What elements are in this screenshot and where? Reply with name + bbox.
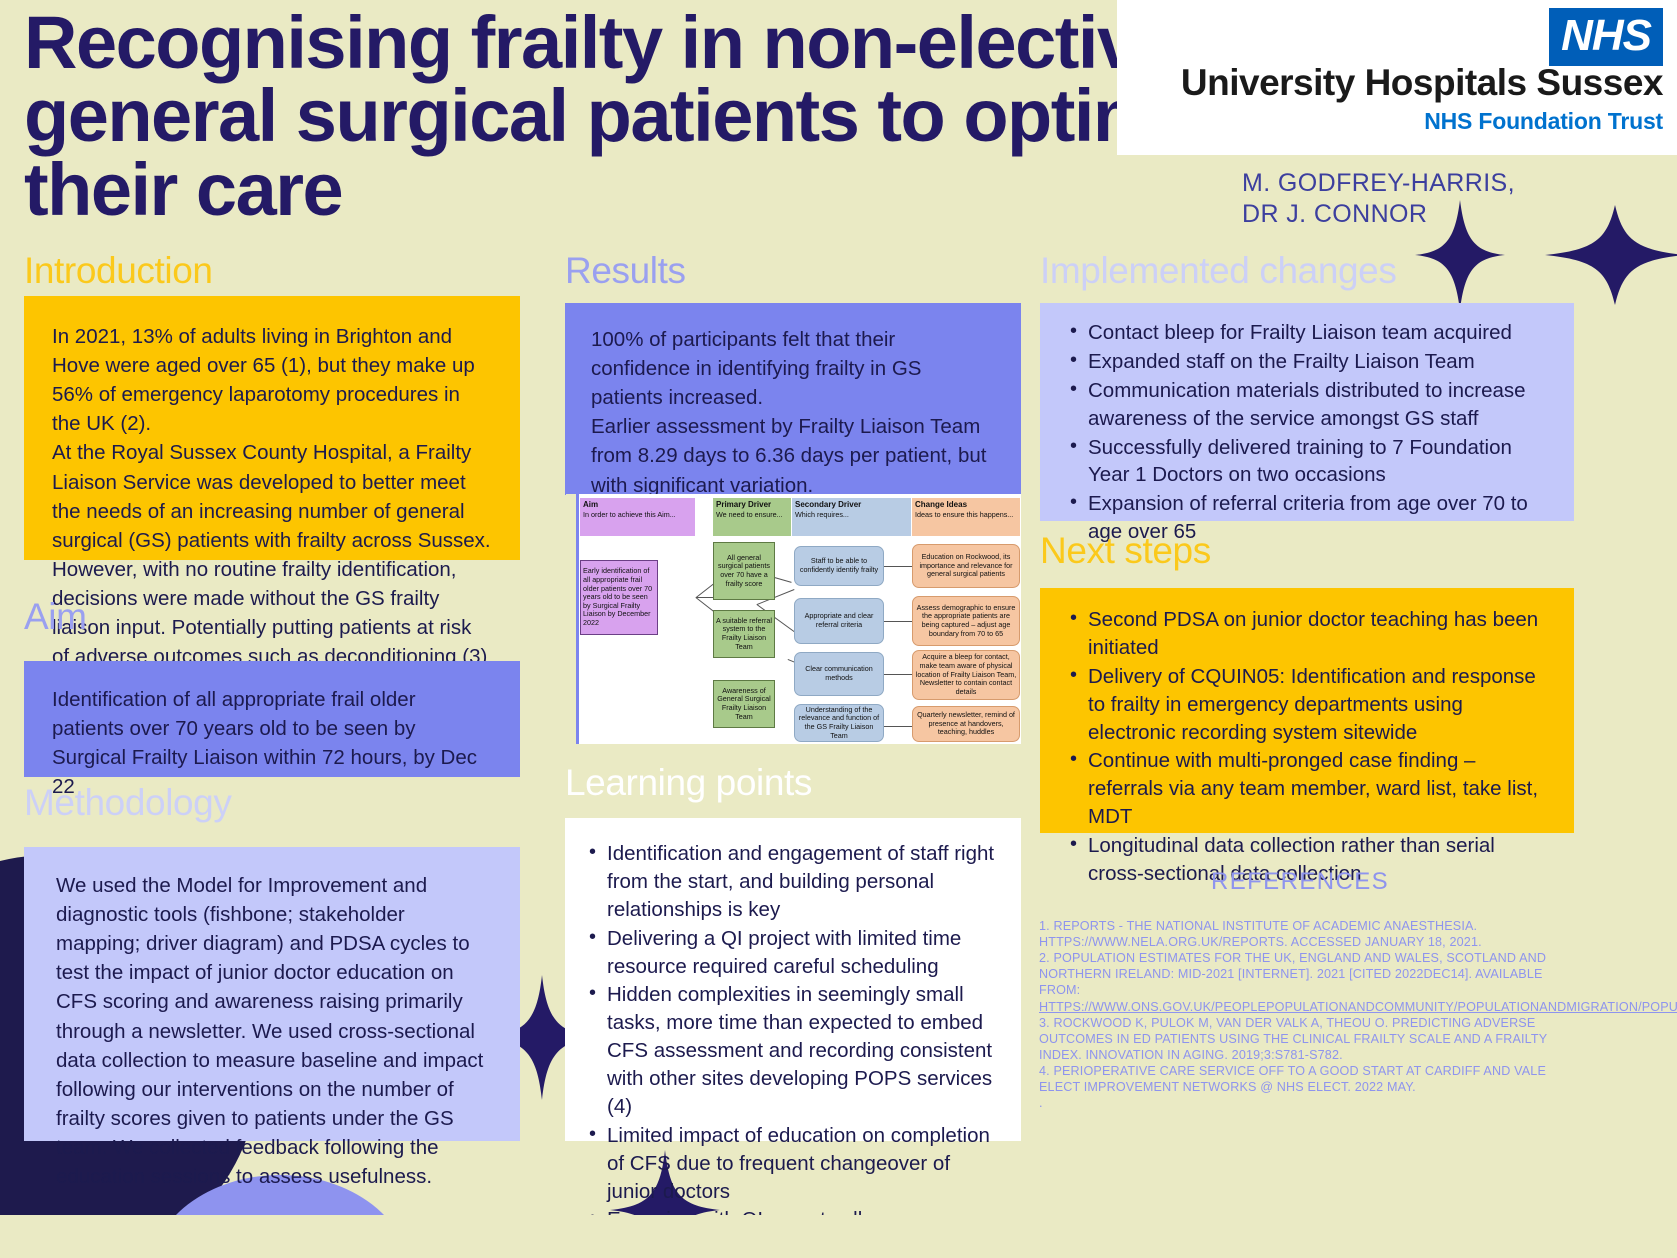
reference-entry-5: 4. PERIOPERATIVE CARE SERVICE OFF TO A G… bbox=[1039, 1063, 1546, 1095]
diagram-header-aim-subtitle: In order to achieve this Aim... bbox=[583, 510, 676, 519]
diagram-secondary-driver-1: Staff to be able to confidently identify… bbox=[794, 546, 884, 586]
methodology-body: We used the Model for Improvement and di… bbox=[56, 874, 484, 1189]
list-item: Communication materials distributed to i… bbox=[1066, 376, 1548, 433]
next-steps-list: Second PDSA on junior doctor teaching ha… bbox=[1066, 605, 1548, 888]
diagram-change-idea-1: Education on Rockwood, its importance an… bbox=[912, 544, 1020, 588]
diagram-change-idea-2: Assess demographic to ensure the appropr… bbox=[912, 596, 1020, 646]
introduction-body: In 2021, 13% of adults living in Brighto… bbox=[52, 325, 491, 669]
list-item: Delivering a QI project with limited tim… bbox=[585, 924, 1001, 981]
diagram-primary-driver-3: Awareness of General Surgical Frailty Li… bbox=[713, 680, 775, 728]
diagram-header-aim-title: Aim bbox=[583, 500, 599, 509]
list-item: Hidden complexities in seemingly small t… bbox=[585, 980, 1001, 1120]
nhs-trust-name: University Hospitals Sussex bbox=[1180, 62, 1664, 103]
diagram-secondary-driver-2: Appropriate and clear referral criteria bbox=[794, 598, 884, 644]
diagram-secondary-driver-4: Understanding of the relevance and funct… bbox=[794, 704, 884, 742]
list-item: Identification and engagement of staff r… bbox=[585, 839, 1001, 924]
diagram-header-secondary: Secondary Driver Which requires... bbox=[792, 498, 911, 536]
author-list: M. GODFREY-HARRIS, DR J. CONNOR bbox=[1242, 169, 1515, 228]
list-item: Longitudinal data collection rather than… bbox=[1066, 831, 1548, 888]
section-heading-next-steps: Next steps bbox=[1040, 530, 1211, 571]
list-item: Successfully delivered training to 7 Fou… bbox=[1066, 433, 1548, 490]
driver-diagram-figure: Aim In order to achieve this Aim... Prim… bbox=[566, 494, 1021, 744]
next-steps-card: Second PDSA on junior doctor teaching ha… bbox=[1040, 588, 1574, 885]
diagram-change-idea-4: Quarterly newsletter, remind of presence… bbox=[912, 706, 1020, 742]
diagram-header-primary-title: Primary Driver bbox=[716, 500, 772, 509]
reference-entry-6: . bbox=[1039, 1096, 1043, 1111]
nhs-logo: NHS University Hospitals Sussex NHS Foun… bbox=[1117, 0, 1677, 155]
section-heading-aim: Aim bbox=[24, 596, 87, 637]
sparkle-icon-top-right-secondary bbox=[1545, 205, 1677, 305]
diagram-header-secondary-subtitle: Which requires... bbox=[795, 510, 849, 519]
section-heading-results: Results bbox=[565, 250, 686, 291]
diagram-header-change-title: Change Ideas bbox=[915, 500, 968, 509]
list-item: Contact bleep for Frailty Liaison team a… bbox=[1066, 318, 1548, 347]
learning-points-list: Identification and engagement of staff r… bbox=[585, 839, 1001, 1258]
reference-entry-4: 3. ROCKWOOD K, PULOK M, VAN DER VALK A, … bbox=[1039, 1015, 1548, 1062]
diagram-header-change: Change Ideas Ideas to ensure this happen… bbox=[912, 498, 1020, 536]
nhs-foundation-label: NHS Foundation Trust bbox=[1424, 108, 1663, 134]
list-item: Second PDSA on junior doctor teaching ha… bbox=[1066, 605, 1548, 662]
section-heading-implemented-changes: Implemented changes bbox=[1040, 250, 1397, 291]
aim-card: Identification of all appropriate frail … bbox=[24, 661, 520, 798]
section-heading-methodology: Methodology bbox=[24, 782, 232, 823]
list-item: Limited impact of education on completio… bbox=[585, 1121, 1001, 1206]
nhs-mark-icon: NHS bbox=[1549, 8, 1663, 66]
diagram-secondary-driver-3: Clear communication methods bbox=[794, 652, 884, 696]
diagram-header-primary: Primary Driver We need to ensure... bbox=[713, 498, 791, 536]
diagram-change-idea-3: Acquire a bleep for contact, make team a… bbox=[912, 650, 1020, 700]
results-card: 100% of participants felt that their con… bbox=[565, 303, 1021, 642]
reference-entry-1: 1. REPORTS - THE NATIONAL INSTITUTE OF A… bbox=[1039, 919, 1482, 950]
reference-entry-3[interactable]: HTTPS://WWW.ONS.GOV.UK/PEOPLEPOPULATIONA… bbox=[1039, 999, 1677, 1014]
list-item: Expansion of referral criteria from age … bbox=[1066, 489, 1548, 546]
implemented-changes-list: Contact bleep for Frailty Liaison team a… bbox=[1066, 318, 1548, 546]
diagram-header-change-subtitle: Ideas to ensure this happens... bbox=[915, 510, 1014, 519]
diagram-primary-driver-2: A suitable referral system to the Frailt… bbox=[713, 610, 775, 658]
diagram-header-secondary-title: Secondary Driver bbox=[795, 500, 862, 509]
page-title: Recognising frailty in non-elective gene… bbox=[24, 1, 1253, 231]
diagram-primary-driver-1: All general surgical patients over 70 ha… bbox=[713, 542, 775, 600]
introduction-card: In 2021, 13% of adults living in Brighto… bbox=[24, 296, 520, 668]
diagram-header-aim: Aim In order to achieve this Aim... bbox=[580, 498, 695, 536]
methodology-card: We used the Model for Improvement and di… bbox=[24, 847, 520, 1188]
references-heading: REFERENCES bbox=[1210, 868, 1390, 895]
implemented-changes-card: Contact bleep for Frailty Liaison team a… bbox=[1040, 303, 1574, 543]
diagram-header-primary-subtitle: We need to ensure... bbox=[716, 510, 783, 519]
references-list: 1. REPORTS - THE NATIONAL INSTITUTE OF A… bbox=[1039, 918, 1677, 1111]
list-item: Delivery of CQUIN05: Identification and … bbox=[1066, 662, 1548, 747]
bottom-strip bbox=[0, 1215, 1677, 1258]
reference-entry-2: 2. POPULATION ESTIMATES FOR THE UK, ENGL… bbox=[1039, 951, 1547, 998]
aim-body: Identification of all appropriate frail … bbox=[52, 688, 477, 799]
section-heading-learning-points: Learning points bbox=[565, 762, 813, 803]
section-heading-introduction: Introduction bbox=[24, 250, 213, 291]
list-item: Continue with multi-pronged case finding… bbox=[1066, 746, 1548, 831]
diagram-aim-box: Early identification of all appropriate … bbox=[580, 560, 658, 635]
list-item: Expanded staff on the Frailty Liaison Te… bbox=[1066, 347, 1548, 376]
learning-points-card: Identification and engagement of staff r… bbox=[565, 818, 1021, 1258]
